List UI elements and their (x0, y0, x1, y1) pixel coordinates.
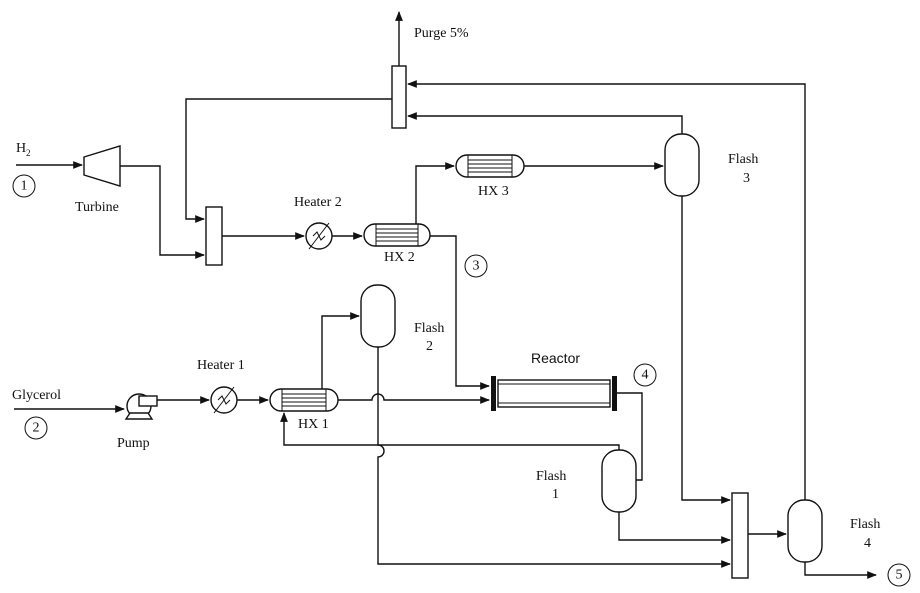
flash-4-vessel (787, 499, 823, 563)
stream-3-number: 3 (473, 259, 480, 274)
flash2-label-line1: Flash (414, 321, 444, 336)
stream-reactor-outlet (617, 392, 643, 481)
stream-hx2-to-reactor (430, 235, 490, 390)
stream-4-number: 4 (642, 368, 649, 383)
reactor (491, 376, 617, 411)
pump (124, 393, 158, 420)
flash3-label-line2: 3 (743, 171, 750, 186)
flash-1-vessel (601, 449, 637, 513)
hx-1 (269, 388, 339, 412)
mixer-2 (731, 492, 749, 579)
heater-2 (305, 222, 333, 250)
hx1-label: HX 1 (298, 417, 329, 432)
hx2-label: HX 2 (384, 250, 415, 265)
stream-hx2-to-hx3 (415, 162, 455, 224)
flash1-label-line2: 1 (552, 487, 559, 502)
stream-2-number: 2 (33, 421, 40, 436)
stream-5-number: 5 (896, 568, 903, 583)
heater1-label: Heater 1 (197, 358, 245, 373)
hx-2 (363, 223, 431, 247)
purge-splitter (391, 65, 407, 129)
mixer (205, 206, 223, 266)
flash4-label-line1: Flash (850, 517, 880, 532)
stream-1-number: 1 (21, 179, 28, 194)
stream-turbine-to-mixer (120, 165, 205, 259)
h2-subscript: 2 (26, 148, 31, 158)
stream-hx1-to-flash2 (321, 312, 360, 389)
stream-flash1-liquid (618, 512, 731, 544)
stream-4-circle (633, 363, 657, 387)
stream-flash4-vapor (407, 80, 806, 500)
flash-3-vessel (664, 133, 700, 197)
turbine (83, 145, 121, 187)
flash4-label-line2: 4 (864, 536, 871, 551)
flash2-label-line2: 2 (426, 339, 433, 354)
hx3-label: HX 3 (478, 184, 509, 199)
stream-recycle-to-mixer (185, 98, 392, 223)
heater2-label: Heater 2 (294, 195, 342, 210)
flash-2-vessel (360, 284, 396, 348)
heater-1 (210, 386, 238, 414)
hx-3 (455, 154, 525, 178)
stream-1-circle (12, 174, 36, 198)
h2-label: H (16, 141, 26, 156)
stream-flash3-vapor (407, 112, 683, 134)
glycerol-label: Glycerol (12, 388, 61, 403)
purge-label: Purge 5% (414, 26, 469, 41)
stream-flash3-liquid (681, 196, 731, 504)
flash3-label-line1: Flash (728, 152, 758, 167)
reactor-label: Reactor (531, 350, 580, 366)
stream-hx1-to-reactor (338, 393, 490, 404)
flash1-label-line1: Flash (536, 469, 566, 484)
stream-3-circle (464, 254, 488, 278)
turbine-label: Turbine (75, 200, 119, 215)
stream-flash1-vapor (280, 412, 620, 450)
pump-label: Pump (117, 436, 150, 451)
stream-2-circle (24, 416, 48, 440)
stream-product (804, 562, 877, 579)
stream-5-circle (887, 563, 911, 587)
